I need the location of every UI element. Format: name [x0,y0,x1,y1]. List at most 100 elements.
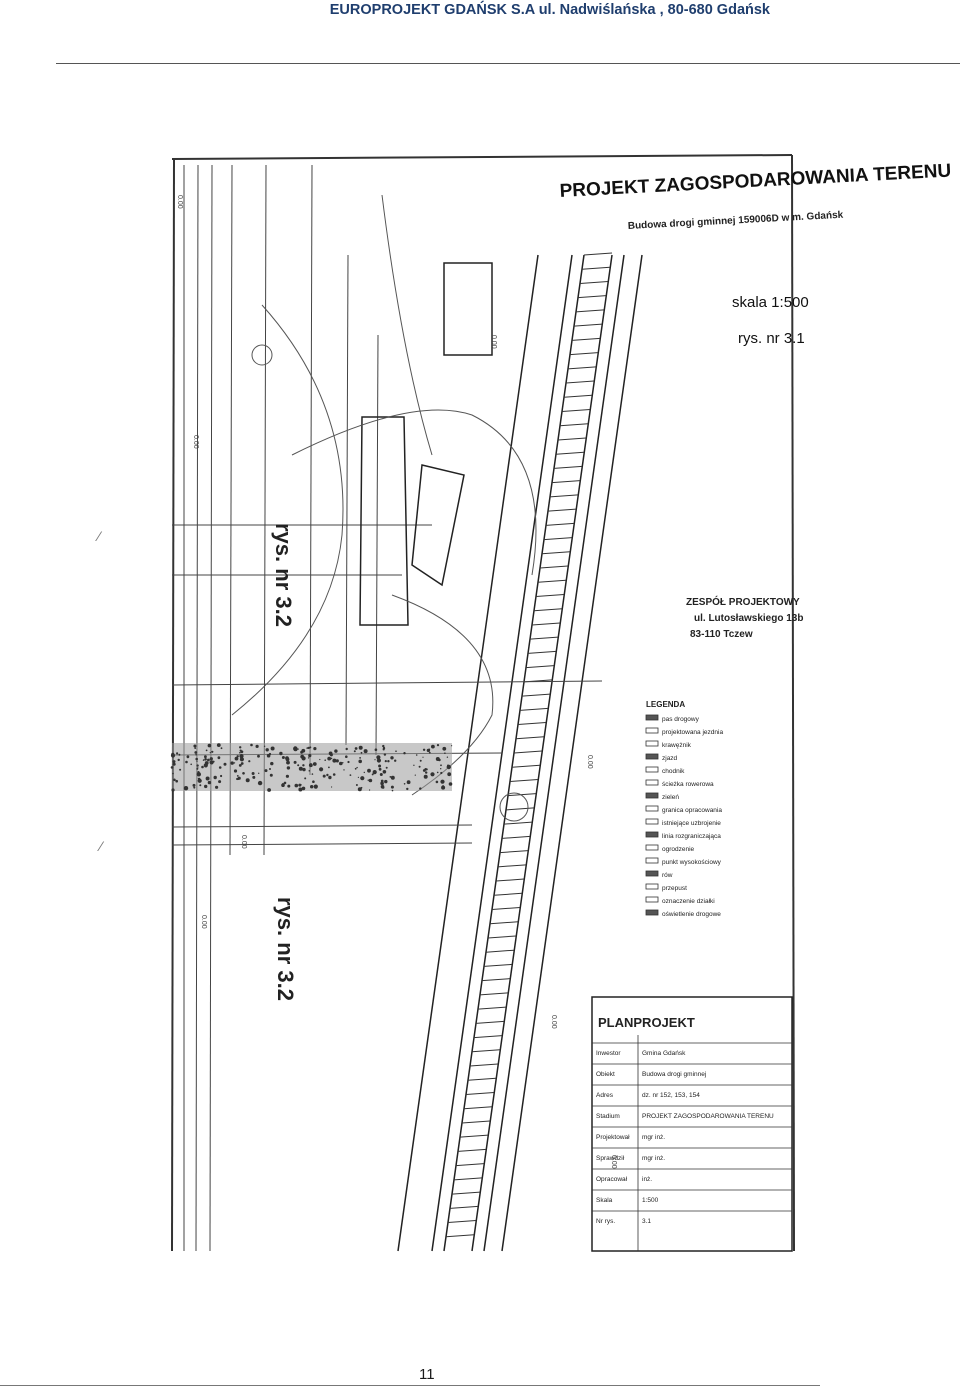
vegetation-mark [170,766,174,769]
legend-title: LEGENDA [646,700,685,709]
title-block-value: Gmina Gdańsk [642,1050,686,1057]
vegetation-mark [213,775,217,780]
vegetation-mark [451,745,453,747]
vegetation-mark [285,757,290,762]
page-number: 11 [419,1366,435,1383]
legend-item: przepust [662,885,687,892]
vegetation-mark [419,787,422,790]
vegetation-mark [436,771,439,774]
road-hatch [495,878,525,882]
vegetation-mark [196,772,201,777]
vegetation-mark [354,747,358,750]
vegetation-mark [283,781,287,785]
road-hatch [491,907,521,911]
road-hatch [493,892,523,896]
vegetation-mark [383,753,387,756]
vegetation-mark [269,773,273,777]
road-hatch [531,622,561,626]
legend-swatch [645,753,659,760]
legend-item: krawężnik [662,742,692,749]
vegetation-mark [239,754,244,759]
vegetation-mark [195,753,197,756]
vegetation-mark [245,778,250,783]
vegetation-mark [339,761,343,766]
road-hatch [481,978,511,982]
vegetation-mark [418,765,421,768]
vegetation-mark [172,762,176,766]
vegetation-mark [263,745,266,747]
legend-swatch [645,883,659,890]
vegetation-mark [425,768,428,771]
vegetation-mark [237,776,241,780]
vegetation-mark [218,780,222,784]
legend-swatch [645,844,659,851]
road-hatch [569,352,599,356]
vegetation-mark [239,751,241,754]
title-block-value: 3.1 [642,1218,651,1225]
vegetation-mark [297,748,299,750]
title-block-label: Opracował [596,1176,628,1183]
road-hatch [555,451,585,455]
road-hatch [515,736,545,740]
vegetation-mark [395,750,397,752]
vegetation-mark [378,764,382,768]
vegetation-mark [285,774,289,778]
vegetation-mark [197,767,199,769]
vegetation-mark [442,785,445,788]
svg-text:0.00: 0.00 [610,1155,617,1169]
road-hatch [457,1148,487,1152]
road-hatch [467,1077,497,1081]
vegetation-mark [264,769,268,773]
vegetation-mark [204,761,209,765]
legend-swatch [645,792,659,799]
vegetation-mark [403,783,406,785]
title-block-company: PLANPROJEKT [598,1015,695,1030]
legend-item: istniejące uzbrojenie [662,820,721,827]
vegetation-mark [367,768,371,773]
vegetation-mark [179,768,182,771]
vegetation-mark [196,764,199,767]
road-hatch [573,323,603,327]
vegetation-mark [358,759,362,764]
road-hatch [463,1106,493,1110]
drawing-scale: skala 1:500 [732,294,809,311]
vegetation-mark [382,744,385,748]
road-hatch [561,409,591,413]
legend-item: linia rozgraniczająca [662,833,721,840]
road-hatch [521,693,551,697]
vegetation-mark [332,773,336,776]
road-hatch [581,266,611,270]
vegetation-mark [391,789,394,792]
vegetation-mark [194,751,198,754]
scan-margin-mark: ⁄ [100,838,103,854]
road-hatch [563,394,593,398]
legend-item: chodnik [662,768,685,775]
vegetation-mark [205,776,210,781]
vegetation-mark [425,771,428,774]
legend-item: projektowana jezdnia [662,729,723,736]
vegetation-mark [267,788,271,792]
vegetation-mark [327,756,332,761]
vegetation-mark [209,757,213,761]
vegetation-mark [193,786,196,789]
vegetation-mark [349,774,352,776]
vegetation-mark [196,767,199,770]
vegetation-mark [422,769,426,772]
road-hatch [503,821,533,825]
vegetation-mark [286,766,291,770]
vegetation-mark [360,776,365,781]
vegetation-mark [384,779,388,784]
vegetation-mark [330,757,333,760]
vegetation-mark [347,760,350,764]
vegetation-mark [394,759,397,762]
legend-swatch [645,805,659,812]
vegetation-mark [390,756,394,760]
vegetation-mark [297,764,300,767]
vegetation-mark [444,752,446,754]
vegetation-mark [440,779,445,784]
vegetation-mark [233,762,236,764]
road-hatch [479,992,509,996]
vegetation-mark [177,758,180,762]
vegetation-mark [257,754,260,758]
